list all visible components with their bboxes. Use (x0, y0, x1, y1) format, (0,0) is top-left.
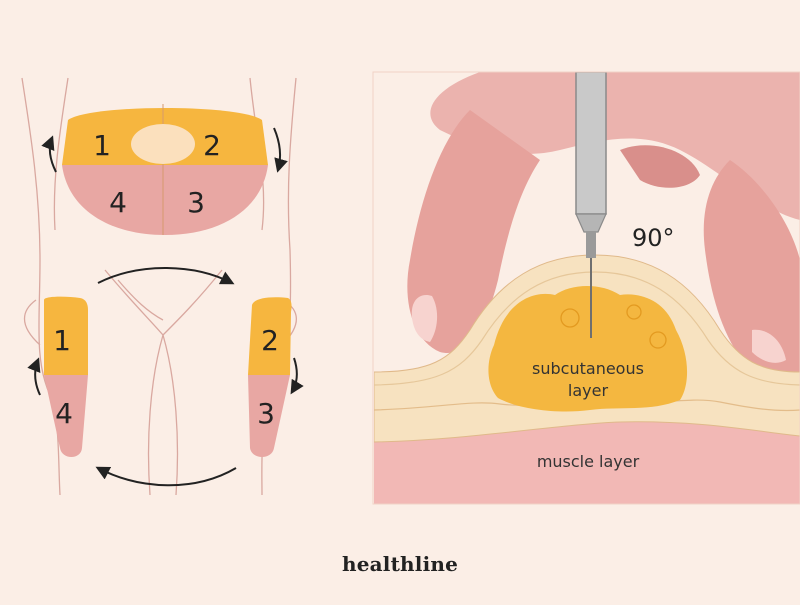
healthline-logo: healthline (341, 552, 459, 576)
thumb (407, 110, 540, 354)
abdomen-zone-map: 1 2 4 3 (62, 104, 268, 235)
needle-shaft-top (586, 232, 596, 258)
abdomen-zone-lower (62, 165, 268, 235)
subcutaneous-label-line1: subcutaneous (532, 359, 644, 378)
abdomen-zone-1: 1 (93, 129, 111, 162)
hand-upper (430, 72, 800, 220)
arrow-thigh-to-thigh (95, 466, 237, 487)
arrow-up-left-abdomen (41, 135, 57, 173)
navel-area (131, 124, 195, 164)
subcutaneous-layer (488, 285, 688, 412)
syringe-barrel (575, 72, 607, 215)
injection-panel: 90° subcutaneous layer muscle layer (374, 72, 800, 504)
finger-nail (752, 329, 786, 363)
muscle-layer (374, 419, 800, 504)
arrow-down-right-thigh (290, 357, 304, 395)
knuckle-shadow (620, 145, 700, 188)
right-thigh-zone-2: 2 (261, 324, 279, 357)
abdomen-zone-2: 2 (203, 129, 221, 162)
left-thigh-zone-4: 4 (55, 397, 73, 430)
abdomen-zone-3: 3 (187, 186, 205, 219)
abdomen-zone-4: 4 (109, 186, 127, 219)
arrow-abdomen-to-thigh (97, 267, 235, 285)
syringe-hub (575, 213, 607, 233)
right-thigh-zone-3: 3 (257, 397, 275, 430)
right-thigh-zone-map: 2 3 (248, 297, 292, 457)
left-thigh-zone-map: 1 4 (44, 296, 88, 457)
rotation-arrows (27, 127, 304, 487)
left-thigh-zone-1: 1 (53, 324, 71, 357)
arrow-up-left-thigh (27, 357, 41, 396)
arrow-down-right-abdomen (273, 127, 288, 173)
thumb-nail (411, 294, 438, 342)
muscle-layer-label: muscle layer (537, 452, 640, 471)
angle-label: 90° (632, 224, 675, 252)
subcutaneous-label-line2: layer (568, 381, 609, 400)
